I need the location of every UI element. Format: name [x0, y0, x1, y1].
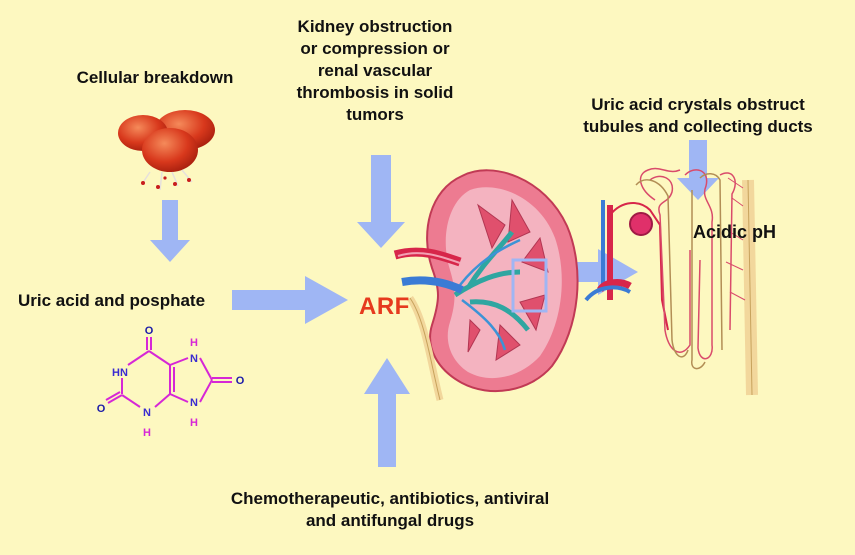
label-kidney-obstruction-line: renal vascular	[317, 61, 433, 80]
atom-o-top: O	[145, 325, 154, 337]
label-crystals-line: Uric acid crystals obstruct	[591, 95, 805, 114]
atom-h-top: H	[190, 337, 198, 349]
arrow-right-uric-acid	[232, 276, 348, 324]
atom-n-top: N	[190, 353, 198, 365]
label-kidney-obstruction-line: or compression or	[300, 39, 450, 58]
nephron-icon	[584, 167, 758, 396]
label-drugs-line: and antifungal drugs	[305, 511, 475, 530]
label-kidney-obstruction-line: thrombosis in solid	[296, 83, 454, 102]
label-kidney-obstruction: Kidney obstruction or compression or ren…	[255, 16, 495, 126]
atom-n-right: N	[190, 397, 198, 409]
label-arf: ARF	[359, 293, 410, 320]
label-uric-acid-phosphate: Uric acid and posphate	[18, 291, 206, 310]
uric-acid-molecule	[105, 337, 232, 408]
arrow-down-cellular	[150, 200, 190, 262]
arrow-down-kidney-obstruction	[357, 155, 405, 248]
label-kidney-obstruction-line: tumors	[346, 105, 404, 124]
atom-hn: HN	[112, 367, 128, 379]
label-cellular-breakdown: Cellular breakdown	[76, 68, 234, 87]
atom-h-bottom: H	[143, 427, 151, 439]
atom-o-right: O	[236, 375, 245, 387]
label-crystals-line: tubules and collecting ducts	[583, 117, 813, 136]
red-blood-cells-icon	[118, 110, 215, 191]
atom-o-left: O	[97, 403, 106, 415]
arrow-up-drugs	[364, 358, 410, 467]
atom-h-right: H	[190, 417, 198, 429]
label-kidney-obstruction-line: Kidney obstruction	[297, 17, 453, 36]
label-drugs-line: Chemotherapeutic, antibiotics, antiviral	[230, 489, 550, 508]
atom-n-bottom: N	[143, 407, 151, 419]
label-uric-acid-crystals: Uric acid crystals obstruct tubules and …	[548, 94, 848, 138]
label-acidic-ph: Acidic pH	[693, 222, 777, 242]
kidney-icon	[393, 169, 579, 401]
label-drugs: Chemotherapeutic, antibiotics, antiviral…	[140, 488, 640, 532]
